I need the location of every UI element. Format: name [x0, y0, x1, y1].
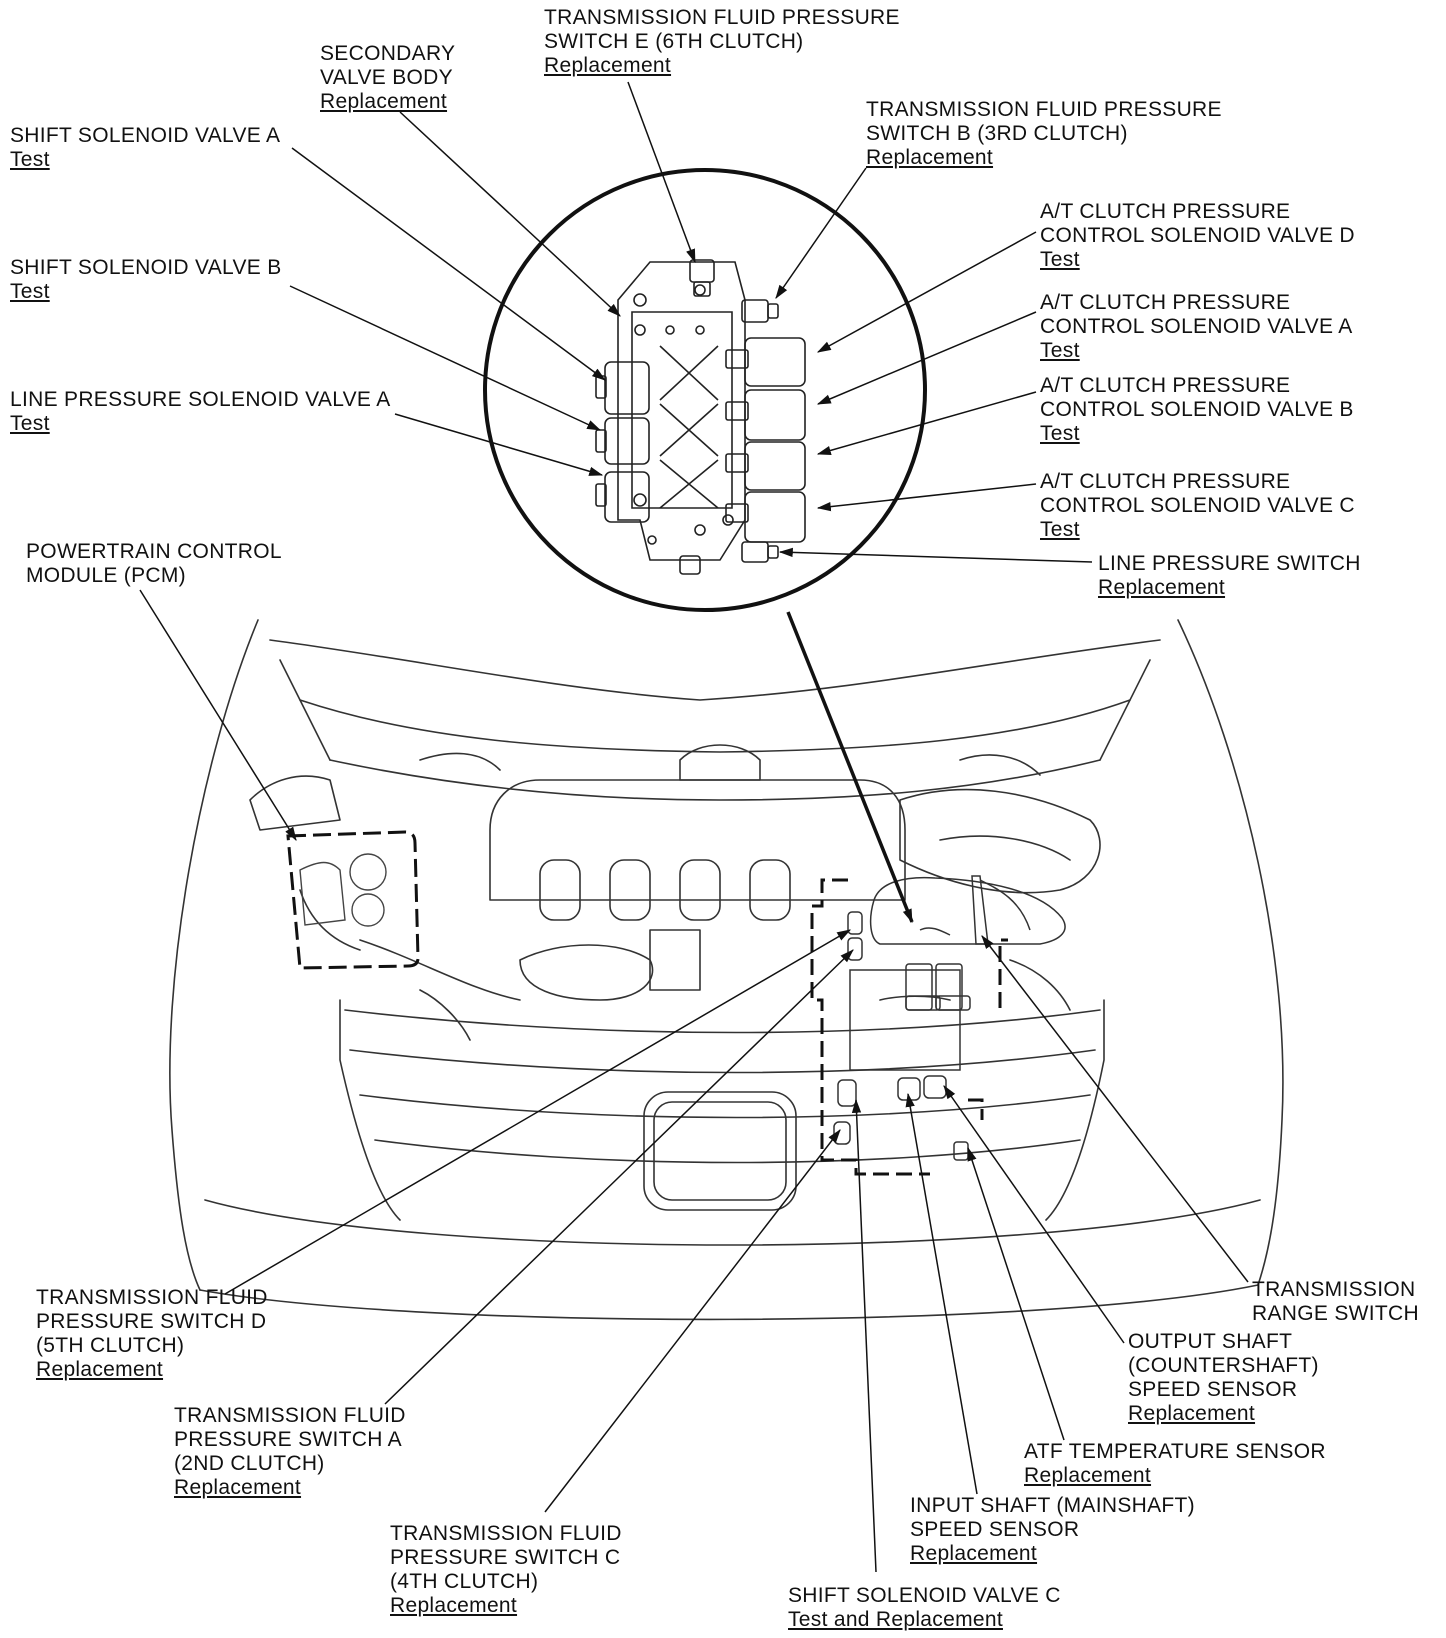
tfps-c-replacement-link[interactable]: Replacement [390, 1594, 518, 1617]
label-line: (5TH CLUTCH) [36, 1334, 185, 1357]
label-line: TRANSMISSION FLUID [36, 1286, 268, 1309]
label-input-shaft-sensor: INPUT SHAFT (MAINSHAFT) SPEED SENSOR Rep… [910, 1494, 1195, 1566]
label-line: MODULE (PCM) [26, 564, 186, 587]
label-ssv-a: SHIFT SOLENOID VALVE A Test [10, 124, 280, 172]
label-line: TRANSMISSION FLUID [174, 1404, 406, 1427]
label-tfps-b: TRANSMISSION FLUID PRESSURE SWITCH B (3R… [866, 98, 1222, 170]
label-line: PRESSURE SWITCH A [174, 1428, 402, 1451]
atcpcsv-a-test-link[interactable]: Test [1040, 339, 1080, 362]
label-line: (COUNTERSHAFT) [1128, 1354, 1319, 1377]
label-line: A/T CLUTCH PRESSURE [1040, 470, 1291, 493]
label-line: SPEED SENSOR [910, 1518, 1080, 1541]
label-tfps-e: TRANSMISSION FLUID PRESSURE SWITCH E (6T… [544, 6, 900, 78]
label-line: POWERTRAIN CONTROL [26, 540, 282, 563]
label-ssv-b: SHIFT SOLENOID VALVE B Test [10, 256, 282, 304]
label-atcpcsv-a: A/T CLUTCH PRESSURE CONTROL SOLENOID VAL… [1040, 291, 1353, 363]
label-line: RANGE SWITCH [1252, 1302, 1419, 1325]
ssv-a-test-link[interactable]: Test [10, 148, 50, 171]
valve-body-drawing [595, 259, 806, 575]
label-line: CONTROL SOLENOID VALVE B [1040, 398, 1354, 421]
lpsv-a-test-link[interactable]: Test [10, 412, 50, 435]
label-tfps-c: TRANSMISSION FLUID PRESSURE SWITCH C (4T… [390, 1522, 622, 1618]
label-line: VALVE BODY [320, 66, 453, 89]
label-line: (4TH CLUTCH) [390, 1570, 539, 1593]
label-line: SHIFT SOLENOID VALVE A [10, 124, 281, 147]
tfps-e-replacement-link[interactable]: Replacement [544, 54, 672, 77]
input-shaft-sensor-replacement-link[interactable]: Replacement [910, 1542, 1038, 1565]
label-output-shaft-sensor: OUTPUT SHAFT (COUNTERSHAFT) SPEED SENSOR… [1128, 1330, 1319, 1426]
tfps-b-replacement-link[interactable]: Replacement [866, 146, 994, 169]
label-transmission-range-switch: TRANSMISSION RANGE SWITCH [1252, 1278, 1419, 1326]
label-line: ATF TEMPERATURE SENSOR [1024, 1440, 1326, 1463]
valve-body-magnifier [483, 168, 927, 612]
label-tfps-a: TRANSMISSION FLUID PRESSURE SWITCH A (2N… [174, 1404, 406, 1500]
label-atcpcsv-c: A/T CLUTCH PRESSURE CONTROL SOLENOID VAL… [1040, 470, 1355, 542]
secondary-valve-body-replacement-link[interactable]: Replacement [320, 90, 448, 113]
label-line: TRANSMISSION [1252, 1278, 1416, 1301]
label-line: TRANSMISSION FLUID [390, 1522, 622, 1545]
pcm-details [299, 853, 387, 927]
label-line-pressure-switch: LINE PRESSURE SWITCH Replacement [1098, 552, 1361, 600]
label-line: TRANSMISSION FLUID PRESSURE [544, 6, 900, 29]
tfps-d-replacement-link[interactable]: Replacement [36, 1358, 164, 1381]
label-line: CONTROL SOLENOID VALVE C [1040, 494, 1355, 517]
label-line: (2ND CLUTCH) [174, 1452, 325, 1475]
label-line: LINE PRESSURE SWITCH [1098, 552, 1361, 575]
atcpcsv-c-test-link[interactable]: Test [1040, 518, 1080, 541]
label-atcpcsv-b: A/T CLUTCH PRESSURE CONTROL SOLENOID VAL… [1040, 374, 1354, 446]
label-tfps-d: TRANSMISSION FLUID PRESSURE SWITCH D (5T… [36, 1286, 268, 1382]
label-atf-temp-sensor: ATF TEMPERATURE SENSOR Replacement [1024, 1440, 1326, 1488]
label-ssv-c: SHIFT SOLENOID VALVE C Test and Replacem… [788, 1584, 1061, 1632]
output-shaft-sensor-replacement-link[interactable]: Replacement [1128, 1402, 1256, 1425]
label-line: A/T CLUTCH PRESSURE [1040, 374, 1291, 397]
leader-lines [139, 81, 1249, 1573]
label-line: SWITCH E (6TH CLUTCH) [544, 30, 804, 53]
label-line: PRESSURE SWITCH D [36, 1310, 267, 1333]
label-line: CONTROL SOLENOID VALVE D [1040, 224, 1355, 247]
label-line: PRESSURE SWITCH C [390, 1546, 621, 1569]
label-line: OUTPUT SHAFT [1128, 1330, 1293, 1353]
label-line: SPEED SENSOR [1128, 1378, 1298, 1401]
label-pcm: POWERTRAIN CONTROL MODULE (PCM) [26, 540, 282, 588]
label-line: CONTROL SOLENOID VALVE A [1040, 315, 1353, 338]
label-line: SECONDARY [320, 42, 456, 65]
label-lpsv-a: LINE PRESSURE SOLENOID VALVE A Test [10, 388, 391, 436]
magnifier-link-line [786, 611, 914, 924]
label-line: INPUT SHAFT (MAINSHAFT) [910, 1494, 1195, 1517]
label-line: SHIFT SOLENOID VALVE C [788, 1584, 1061, 1607]
atf-temp-sensor-replacement-link[interactable]: Replacement [1024, 1464, 1152, 1487]
label-atcpcsv-d: A/T CLUTCH PRESSURE CONTROL SOLENOID VAL… [1040, 200, 1355, 272]
label-secondary-valve-body: SECONDARY VALVE BODY Replacement [320, 42, 455, 114]
pcm-outline [286, 830, 420, 970]
label-line: TRANSMISSION FLUID PRESSURE [866, 98, 1222, 121]
label-line: SWITCH B (3RD CLUTCH) [866, 122, 1128, 145]
transmission-outline [810, 878, 1008, 1176]
atcpcsv-b-test-link[interactable]: Test [1040, 422, 1080, 445]
label-line: LINE PRESSURE SOLENOID VALVE A [10, 388, 391, 411]
ssv-b-test-link[interactable]: Test [10, 280, 50, 303]
label-line: A/T CLUTCH PRESSURE [1040, 200, 1291, 223]
ssv-c-test-and-replacement-link[interactable]: Test and Replacement [788, 1608, 1003, 1631]
label-line: A/T CLUTCH PRESSURE [1040, 291, 1291, 314]
line-pressure-switch-replacement-link[interactable]: Replacement [1098, 576, 1226, 599]
atcpcsv-d-test-link[interactable]: Test [1040, 248, 1080, 271]
car-outline [169, 619, 1284, 1321]
tfps-a-replacement-link[interactable]: Replacement [174, 1476, 302, 1499]
transmission-details [833, 875, 1066, 1161]
label-line: SHIFT SOLENOID VALVE B [10, 256, 282, 279]
